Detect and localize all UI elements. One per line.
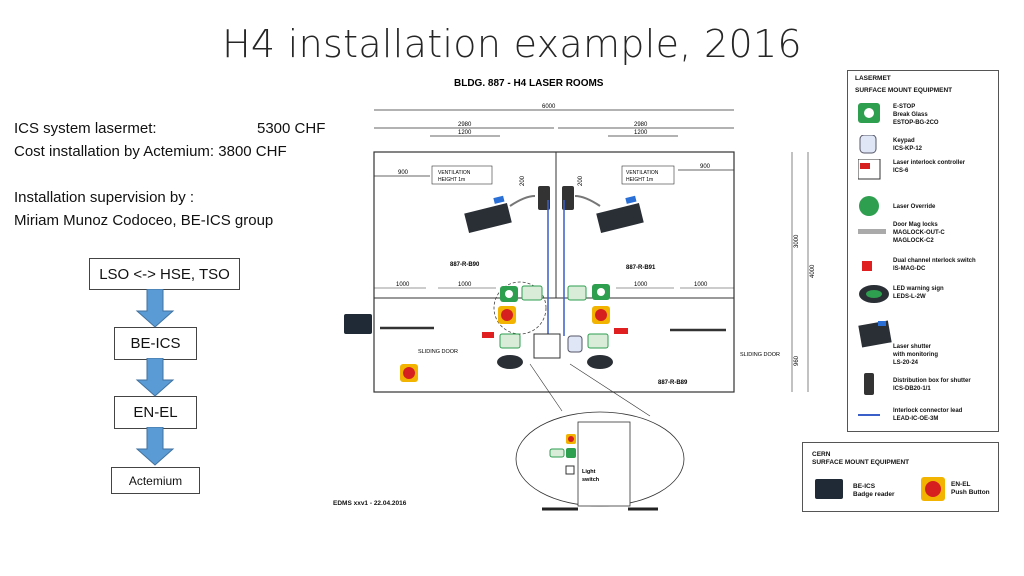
dual-override-right [587, 333, 609, 349]
cern-subtitle: SURFACE MOUNT EQUIPMENT [812, 459, 910, 466]
override-right [567, 285, 587, 301]
interlock-switch-icon [862, 261, 872, 271]
flow-step-en-el: EN-EL [114, 396, 197, 429]
legend-title: LASERMET [855, 75, 891, 82]
flow-step-be-ics: BE-ICS [114, 327, 197, 360]
override-icon [859, 196, 879, 216]
keypad [567, 335, 583, 353]
dim-1000-b: 1000 [458, 282, 472, 288]
info-line-cost-install: Cost installation by Actemium: 3800 CHF [14, 143, 287, 160]
mag-switch-left [482, 332, 494, 338]
flow-arrow-3 [135, 427, 175, 466]
distribution-box-icon [864, 373, 874, 395]
keypad-icon [859, 135, 877, 154]
room-left-label: 887-R-B90 [450, 262, 480, 268]
dim-left-inner: 1200 [458, 130, 472, 136]
laser-shutter-left [464, 195, 512, 234]
badge-reader [344, 314, 372, 334]
sliding-door-left: SLIDING DOOR [418, 349, 458, 355]
interlock-controller [533, 333, 561, 359]
mag-switch-right [614, 328, 628, 334]
dim-left-width: 2980 [458, 122, 472, 128]
distribution-box-left [538, 186, 550, 210]
vent-left: VENTILATION [438, 170, 471, 176]
laser-shutter-right [596, 195, 644, 234]
dim-200-right: 200 [578, 175, 584, 186]
dual-override-left [499, 333, 521, 349]
dim-1000-c: 1000 [634, 282, 648, 288]
legend-item-override: Laser Override [893, 204, 936, 210]
cern-title: CERN [812, 451, 831, 458]
info-supervision-label: Installation supervision by : [14, 189, 195, 206]
connector-lead-icon [858, 414, 880, 416]
legend-subtitle: SURFACE MOUNT EQUIPMENT [855, 87, 953, 94]
laser-shutter-icon [858, 320, 892, 348]
floor-plan: BLDG. 887 - H4 LASER ROOMS 6000 2980 120… [344, 78, 816, 511]
vent-right: VENTILATION [626, 170, 659, 176]
light-switch-label: Light [582, 469, 596, 475]
flow-step-actemium: Actemium [111, 467, 200, 494]
dim-right-width: 2980 [634, 122, 648, 128]
led-sign-left [497, 355, 523, 369]
light-switch-label-2: switch [582, 477, 600, 483]
info-value-ics: 5300 CHF [257, 120, 326, 137]
info-supervisor: Miriam Munoz Codoceo, BE-ICS group [14, 212, 274, 229]
flow-step-lso: LSO <-> HSE, TSO [89, 258, 240, 290]
dim-900-left: 900 [398, 170, 409, 176]
info-value-install: 3800 CHF [218, 143, 287, 160]
dim-1000-d: 1000 [694, 282, 708, 288]
info-line-cost-ics: ICS system lasermet: 5300 CHF [14, 120, 325, 137]
dim-right-inner: 1200 [634, 130, 648, 136]
push-button-icon [921, 477, 945, 501]
dim-200-left: 200 [520, 175, 526, 186]
room-bottom-label: 887-R-B89 [658, 380, 688, 386]
flow-arrow-1 [135, 289, 175, 328]
dim-3000: 3000 [794, 234, 800, 248]
sliding-door-right: SLIDING DOOR [740, 352, 780, 358]
dim-960: 960 [794, 355, 800, 366]
vent-right-height: HEIGHT 1m [626, 177, 653, 183]
page-title: H4 installation example, 2016 [222, 22, 802, 66]
dim-4000: 4000 [810, 264, 816, 278]
led-sign-icon [859, 285, 889, 303]
flow-arrow-2 [135, 358, 175, 397]
led-sign-right [587, 355, 613, 369]
info-label-install: Cost installation by Actemium: [14, 143, 215, 160]
distribution-box-right [562, 186, 574, 210]
room-right-label: 887-R-B91 [626, 265, 656, 271]
edms-reference: EDMS xxv1 - 22.04.2016 [333, 500, 407, 507]
maglock-icon [858, 229, 886, 234]
override-left [521, 285, 543, 301]
dim-900-right: 900 [700, 164, 711, 170]
dim-total: 6000 [542, 104, 556, 110]
plan-heading: BLDG. 887 - H4 LASER ROOMS [454, 78, 604, 89]
badge-reader-icon [815, 479, 843, 499]
dim-1000-a: 1000 [396, 282, 410, 288]
info-label-ics: ICS system lasermet: [14, 120, 157, 137]
vent-left-height: HEIGHT 1m [438, 177, 465, 183]
controller-icon [858, 159, 881, 180]
estop-icon [858, 103, 880, 123]
